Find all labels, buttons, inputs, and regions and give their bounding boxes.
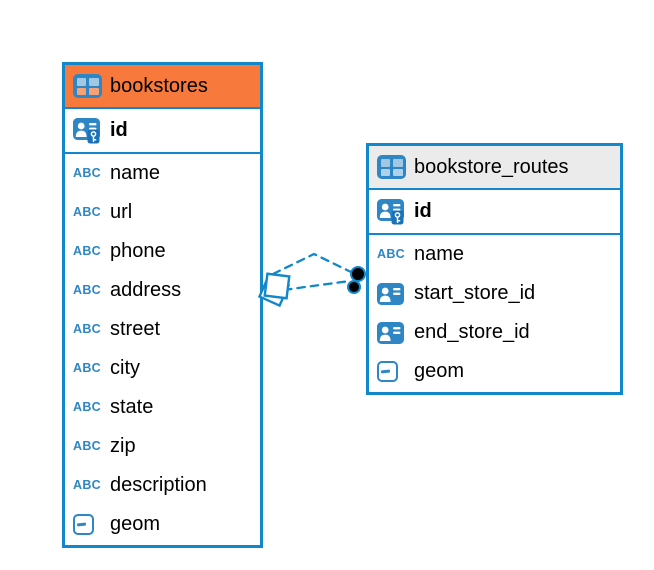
- column-name: name: [414, 243, 465, 265]
- column-row[interactable]: ABC phone: [65, 232, 260, 271]
- primary-key-row[interactable]: id: [65, 109, 260, 154]
- column-name: geom: [110, 513, 161, 535]
- abc-text-type-icon: ABC: [73, 439, 101, 454]
- column-row[interactable]: ABC state: [65, 388, 260, 427]
- column-name: id: [414, 200, 432, 222]
- table-icon: [377, 155, 406, 179]
- primary-key-icon: [377, 198, 406, 225]
- column-name: id: [110, 119, 128, 141]
- relationship-line[interactable]: [282, 279, 352, 292]
- table-title: bookstore_routes: [414, 155, 569, 178]
- column-row[interactable]: ABC city: [65, 349, 260, 388]
- column-name: url: [110, 201, 133, 223]
- column-list: ABC name ABC url ABC phone ABC address A…: [65, 154, 260, 544]
- column-name: city: [110, 357, 140, 379]
- table-header[interactable]: bookstore_routes: [369, 146, 620, 190]
- abc-text-type-icon: ABC: [73, 166, 101, 181]
- table-bookstores[interactable]: bookstores id ABC name: [62, 62, 263, 548]
- relationship-dot-marker[interactable]: [347, 266, 366, 294]
- column-name: start_store_id: [414, 282, 536, 304]
- geometry-type-icon: [377, 361, 406, 382]
- column-name: zip: [110, 435, 136, 457]
- relationship-line[interactable]: [271, 252, 353, 276]
- table-header[interactable]: bookstores: [65, 65, 260, 109]
- column-row[interactable]: ABC name: [369, 235, 620, 274]
- column-name: name: [110, 162, 161, 184]
- primary-key-row[interactable]: id: [369, 190, 620, 235]
- abc-text-type-icon: ABC: [377, 247, 405, 262]
- relationship-diamond-marker[interactable]: [257, 272, 291, 308]
- table-icon: [73, 74, 102, 98]
- column-row[interactable]: ABC zip: [65, 427, 260, 466]
- column-name: phone: [110, 240, 166, 262]
- column-row[interactable]: ABC address: [65, 271, 260, 310]
- column-list: ABC name start_store_id: [369, 235, 620, 391]
- column-row[interactable]: geom: [369, 352, 620, 391]
- abc-text-type-icon: ABC: [73, 478, 101, 493]
- table-title: bookstores: [110, 74, 208, 97]
- primary-key-icon: [73, 117, 102, 144]
- column-row[interactable]: end_store_id: [369, 313, 620, 352]
- abc-text-type-icon: ABC: [73, 283, 101, 298]
- abc-text-type-icon: ABC: [73, 361, 101, 376]
- column-row[interactable]: ABC street: [65, 310, 260, 349]
- abc-text-type-icon: ABC: [73, 205, 101, 220]
- abc-text-type-icon: ABC: [73, 244, 101, 259]
- column-name: description: [110, 474, 207, 496]
- column-row[interactable]: geom: [65, 505, 260, 544]
- column-row[interactable]: ABC url: [65, 193, 260, 232]
- geometry-type-icon: [73, 514, 102, 535]
- column-name: address: [110, 279, 182, 301]
- table-bookstore-routes[interactable]: bookstore_routes id ABC name: [366, 143, 623, 395]
- column-row[interactable]: ABC description: [65, 466, 260, 505]
- column-name: street: [110, 318, 161, 340]
- column-name: end_store_id: [414, 321, 530, 343]
- abc-text-type-icon: ABC: [73, 400, 101, 415]
- abc-text-type-icon: ABC: [73, 322, 101, 337]
- column-name: geom: [414, 360, 465, 382]
- column-name: state: [110, 396, 154, 418]
- foreign-key-icon: [377, 321, 406, 344]
- column-row[interactable]: start_store_id: [369, 274, 620, 313]
- column-row[interactable]: ABC name: [65, 154, 260, 193]
- foreign-key-icon: [377, 282, 406, 305]
